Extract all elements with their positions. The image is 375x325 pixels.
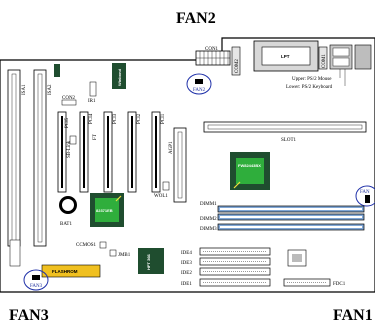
isa1-slot: [7, 69, 21, 247]
pci3-label: PCI3: [113, 113, 118, 124]
com1-label: COM1: [322, 54, 327, 68]
pci2-label: PCI2: [137, 113, 142, 124]
fan2-callout: FAN2: [176, 10, 216, 27]
fan2-circle: [186, 73, 212, 95]
pci1-label: PCI1: [161, 113, 166, 124]
usb-ports: [354, 44, 372, 70]
jmb1-jumper: [109, 249, 117, 257]
pci-slots: [57, 111, 161, 193]
fan3-circle: [23, 269, 49, 291]
hpt-chip-label: HPT 366: [146, 253, 151, 270]
dimm3-label: DIMM3: [200, 227, 217, 232]
dimm2-label: DIMM2: [200, 217, 217, 222]
nb-chip-label: FW82443BX: [238, 163, 261, 168]
slot1: [203, 121, 367, 133]
dimm1-label: DIMM1: [200, 202, 217, 207]
dimm-slots: [217, 205, 365, 231]
sb-link-label: SB-Link: [67, 140, 72, 158]
ccmos1-label: CCMOS1: [76, 243, 97, 248]
ide2-label: IDE2: [181, 271, 192, 276]
fan1-small-label: FAN: [360, 190, 370, 195]
pci5-label: PCI5: [65, 117, 70, 128]
wol1-label: WOL1: [154, 194, 168, 199]
front-panel-header: [9, 239, 21, 267]
flashrom-label: FLASHROM: [52, 269, 78, 274]
ir1-label: IR1: [88, 99, 96, 104]
ccmos1-jumper: [99, 241, 107, 249]
fan2-connector: [195, 79, 203, 84]
lower-ps2-label: Lower: PS/2 Keyboard: [286, 85, 333, 90]
sb-chip-label: 82371EB: [96, 208, 113, 213]
ide4-label: IDE4: [181, 251, 192, 256]
ft-label: FT: [93, 134, 98, 140]
fan1-circle: [355, 185, 375, 207]
com2-port: [231, 46, 241, 76]
fan3-connector: [32, 275, 40, 280]
isa2-slot: [33, 69, 47, 247]
con2-header: [61, 99, 77, 106]
com2-label: COM2: [235, 59, 240, 73]
isa2-label: ISA2: [48, 84, 53, 95]
fan1-callout: FAN1: [333, 307, 373, 324]
lpt-label: LPT: [281, 54, 290, 59]
ide3-label: IDE3: [181, 261, 192, 266]
upper-ps2-label: Upper: PS/2 Mouse: [292, 77, 332, 82]
slot1-label: SLOT1: [281, 138, 297, 143]
com1-port: [318, 46, 328, 70]
jmb1-label: JMB1: [118, 253, 131, 258]
sb-link-header: [69, 135, 77, 145]
pci4-label: PCI4: [89, 113, 94, 124]
wol1-header: [162, 181, 170, 191]
small-chip-isa: [54, 64, 60, 77]
hpt-chip: [138, 248, 164, 274]
winbond-chip: [112, 63, 126, 89]
agp1-label: AGP1: [169, 141, 174, 154]
fan3-small-label: FAN3: [30, 284, 43, 289]
fdc1-label: FDC1: [333, 282, 346, 287]
con1-label: CON1: [205, 47, 219, 52]
con2-label: CON2: [62, 96, 76, 101]
ir1-header: [89, 81, 97, 97]
ide1-label: IDE1: [181, 282, 192, 287]
ide-connectors: [199, 247, 331, 287]
winbond-label: Winbond: [117, 68, 122, 86]
fan1-connector: [365, 195, 370, 203]
agp1-slot: [173, 127, 187, 203]
fan2-small-label: FAN2: [193, 88, 206, 93]
fan3-callout: FAN3: [9, 307, 49, 324]
isa1-label: ISA1: [22, 84, 27, 95]
bat1-label: BAT1: [60, 222, 72, 227]
